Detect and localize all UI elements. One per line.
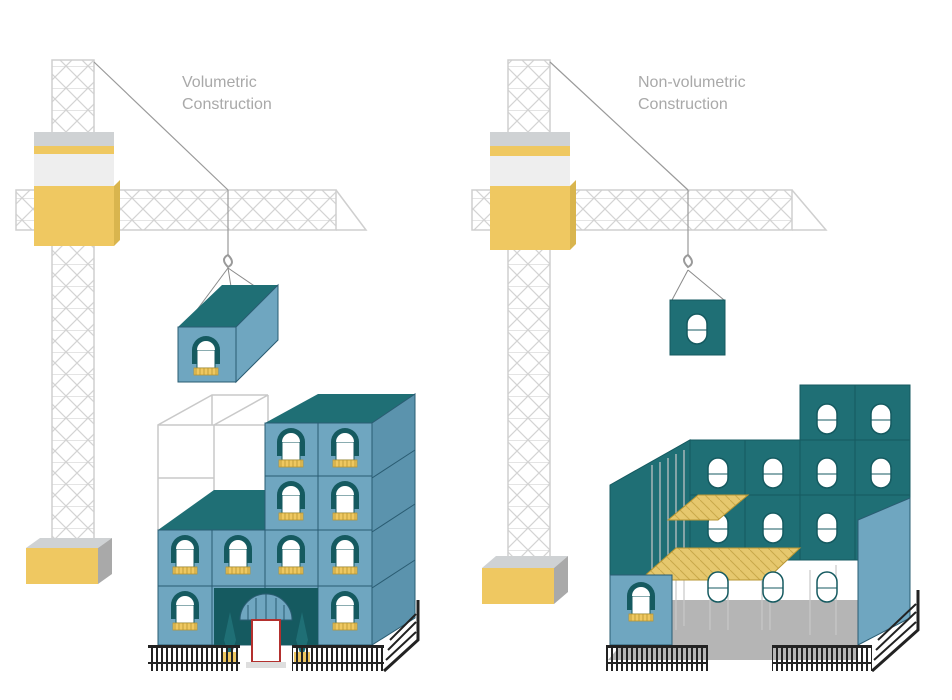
crane-right-icon bbox=[471, 59, 828, 604]
modular-building-icon bbox=[157, 393, 416, 668]
fence-icon bbox=[148, 600, 420, 673]
fence-icon bbox=[606, 590, 920, 673]
right-label-line1: Non-volumetric bbox=[638, 74, 746, 91]
awning-icon bbox=[239, 593, 293, 621]
right-label-line2: Construction bbox=[638, 96, 728, 113]
hook-icon bbox=[671, 190, 725, 301]
hoisted-panel-icon bbox=[669, 299, 726, 356]
hoisted-module-icon bbox=[177, 283, 279, 384]
left-label-line1: Volumetric bbox=[182, 74, 257, 91]
crane-left-icon bbox=[15, 59, 368, 584]
panel-building-icon bbox=[608, 384, 911, 660]
left-label-line2: Construction bbox=[182, 96, 272, 113]
